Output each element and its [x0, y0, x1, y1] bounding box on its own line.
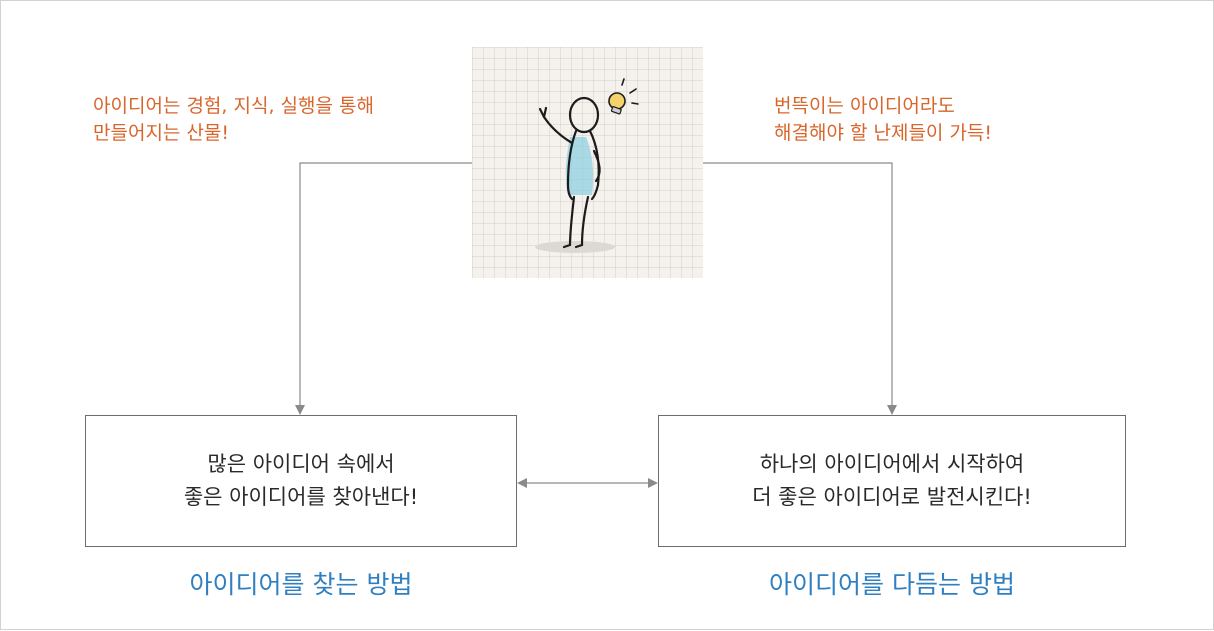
lightbulb-base	[610, 106, 622, 115]
figure-lower-arm	[592, 149, 601, 183]
refine-ideas-box: 하나의 아이디어에서 시작하여 더 좋은 아이디어로 발전시킨다!	[658, 415, 1126, 547]
figure-raised-arm	[542, 115, 574, 145]
figure-shirt	[565, 137, 594, 195]
figure-right-leg	[574, 195, 590, 249]
find-ideas-box: 많은 아이디어 속에서 좋은 아이디어를 찾아낸다!	[85, 415, 517, 547]
refine-ideas-line-2: 더 좋은 아이디어로 발전시킨다!	[752, 485, 1032, 509]
note-left-line-2: 만들어지는 산물!	[93, 122, 230, 144]
figure-left-leg	[562, 195, 576, 249]
note-right: 번뜩이는 아이디어라도 해결해야 할 난제들이 가득!	[774, 93, 992, 147]
lightbulb-glass	[608, 92, 626, 110]
person-with-lightbulb-icon	[472, 47, 703, 278]
find-ideas-line-2: 좋은 아이디어를 찾아낸다!	[183, 485, 419, 509]
caption-find-ideas: 아이디어를 찾는 방법	[189, 570, 413, 599]
figure-head	[568, 96, 600, 134]
note-right-line-1: 번뜩이는 아이디어라도	[774, 95, 955, 117]
caption-refine-ideas: 아이디어를 다듬는 방법	[769, 570, 1015, 599]
find-ideas-line-1: 많은 아이디어 속에서	[207, 452, 395, 476]
lightbulb-icon	[608, 78, 639, 115]
lightbulb-rays	[621, 78, 639, 105]
figure-hand	[538, 106, 548, 119]
refine-ideas-line-1: 하나의 아이디어에서 시작하여	[759, 452, 1025, 476]
figure-torso-right	[588, 129, 600, 201]
note-left: 아이디어는 경험, 지식, 실행을 통해 만들어지는 산물!	[93, 93, 374, 147]
connector-to-right-box	[703, 162, 897, 415]
sketch-figure	[535, 78, 639, 253]
note-right-line-2: 해결해야 할 난제들이 가득!	[774, 122, 993, 144]
note-left-line-1: 아이디어는 경험, 지식, 실행을 통해	[93, 95, 374, 117]
connector-to-left-box	[295, 162, 472, 415]
figure-torso-left	[566, 129, 578, 201]
